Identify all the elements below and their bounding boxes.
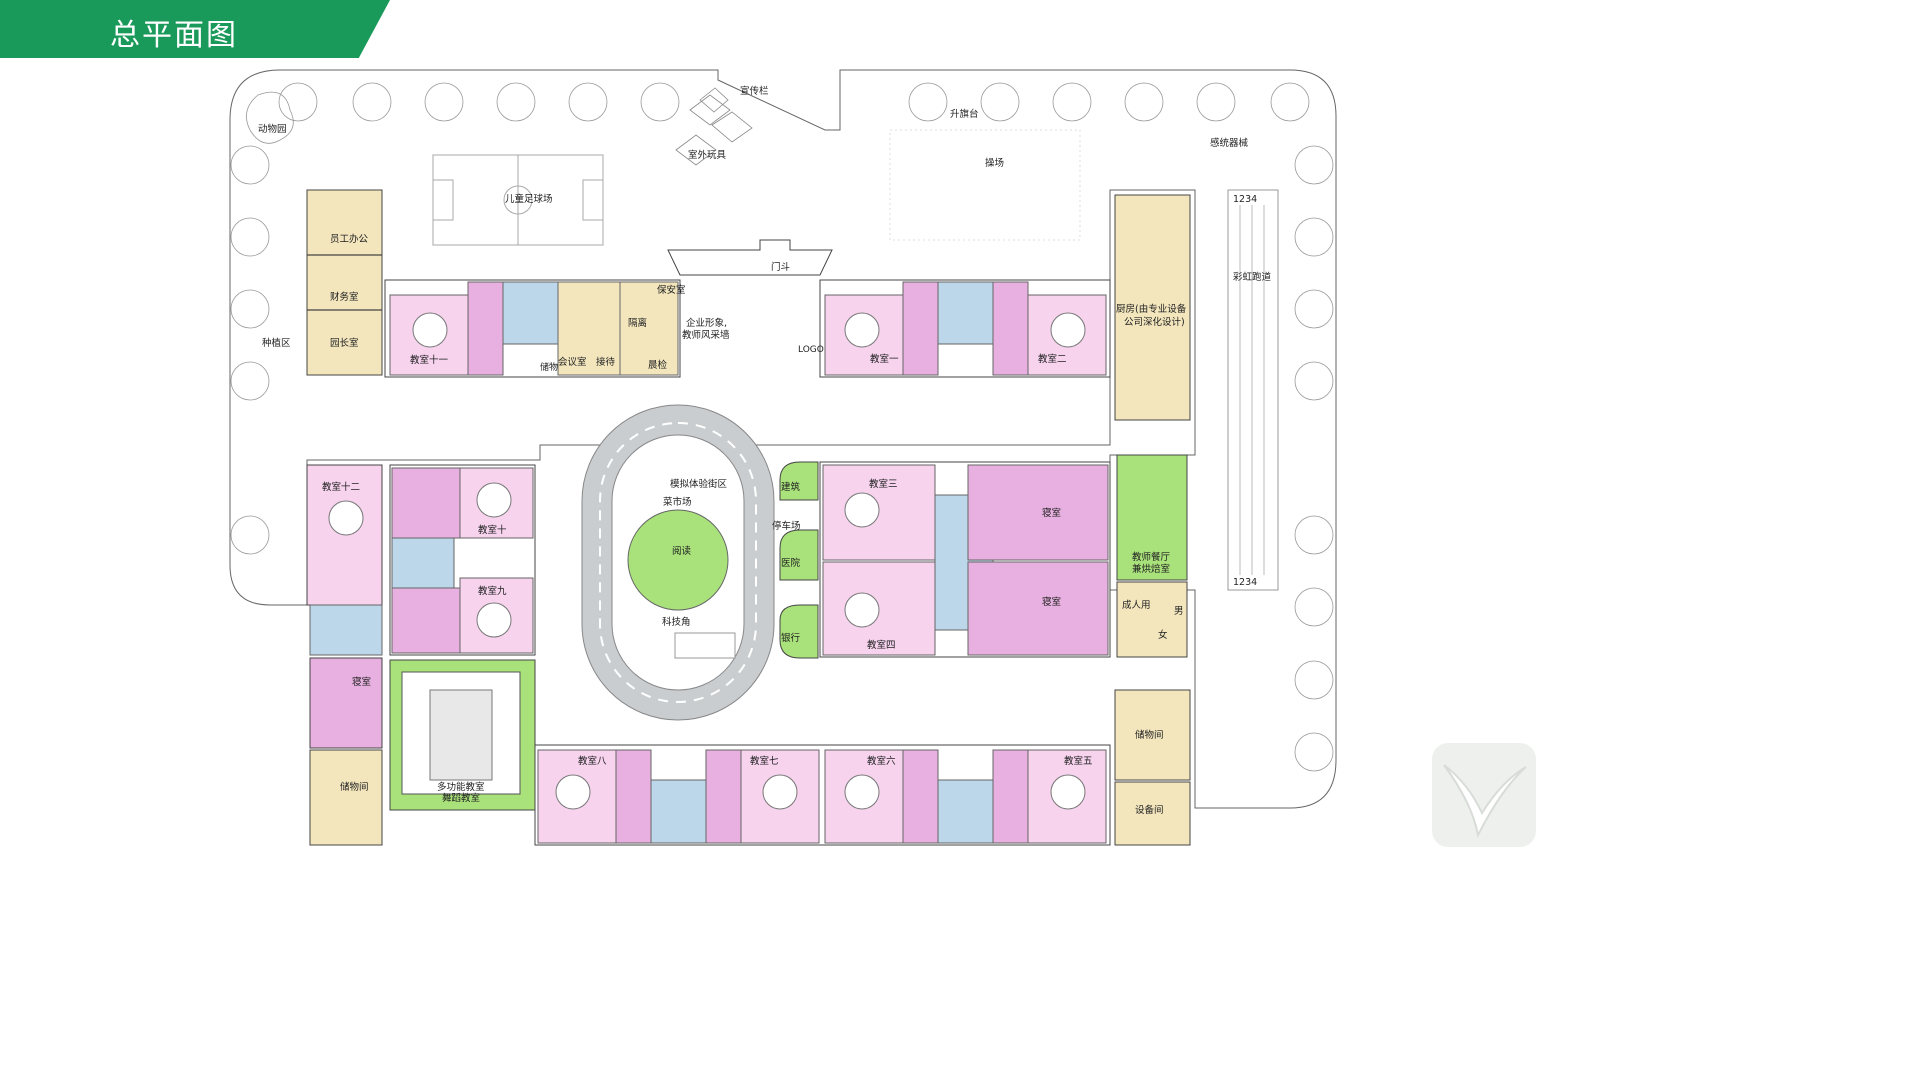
label-storage-small: 储物 [540, 361, 558, 373]
label-outdoor-toys: 室外玩具 [688, 149, 727, 161]
bottom-wing [534, 744, 1111, 846]
label-rainbow-track: 彩虹跑道 [1233, 271, 1272, 283]
site-plan: 动物园 种植区 儿童足球场 室外玩具 宣传栏 升旗台 操场 感统器械 彩虹跑道 … [229, 69, 1337, 846]
label-adult-use: 成人用 [1122, 599, 1151, 611]
label-football: 儿童足球场 [505, 193, 553, 205]
label-teacher-dining-2: 兼烘焙室 [1132, 563, 1170, 575]
label-storage-room-right: 储物间 [1135, 729, 1164, 741]
title-banner [0, 0, 390, 58]
label-dormitory-bottom: 寝室 [1042, 596, 1061, 608]
label-isolation: 隔离 [628, 317, 647, 329]
playground-grid [889, 129, 1081, 241]
label-parking: 停车场 [772, 520, 801, 532]
label-sensory: 感统器械 [1210, 137, 1249, 149]
classroom-11-block [384, 279, 681, 378]
multipurpose-room [389, 659, 536, 811]
label-kitchen-2: 公司深化设计) [1124, 316, 1185, 328]
label-staff-office: 员工办公 [330, 233, 369, 245]
label-classroom-10: 教室十 [478, 524, 507, 536]
label-meeting: 会议室 [558, 356, 587, 368]
label-security: 保安室 [657, 284, 686, 296]
label-logo: LOGO [798, 345, 824, 355]
right-wing [819, 461, 1111, 658]
label-lane-bottom: 1234 [1233, 577, 1257, 588]
header: 总平面图 [0, 0, 1546, 58]
label-equipment: 设备间 [1135, 804, 1164, 816]
label-classroom-12: 教室十二 [322, 481, 360, 493]
label-zoo: 动物园 [258, 123, 287, 135]
storage-room-right [1114, 689, 1191, 781]
label-classroom-6: 教室六 [867, 755, 896, 767]
role-play-rooms [779, 461, 819, 659]
label-storage-room-left: 储物间 [340, 781, 369, 793]
teacher-dining [1116, 454, 1188, 581]
football-field [432, 154, 604, 246]
label-classroom-5: 教室五 [1064, 755, 1093, 767]
label-building: 建筑 [781, 481, 801, 493]
left-wing [306, 464, 536, 846]
office-block [306, 189, 383, 376]
label-male: 男 [1174, 606, 1184, 617]
label-dormitory-top: 寝室 [1042, 507, 1061, 519]
vestibule [667, 239, 833, 276]
adult-restroom [1116, 581, 1188, 658]
label-flag: 升旗台 [950, 108, 979, 120]
logo-watermark [1432, 743, 1536, 847]
label-female: 女 [1158, 629, 1168, 641]
label-reception: 接待 [596, 356, 616, 368]
rainbow-track [1227, 189, 1279, 591]
label-hospital: 医院 [781, 557, 801, 569]
label-multi-1: 多功能教室 [437, 781, 485, 793]
leaf-logo-icon [1443, 764, 1527, 839]
label-image-wall-1: 企业形象, [686, 317, 727, 329]
label-bulletin: 宣传栏 [740, 85, 769, 97]
label-science: 科技角 [662, 616, 691, 628]
label-classroom-11: 教室十一 [410, 354, 449, 366]
label-classroom-3: 教室三 [869, 478, 898, 490]
label-classroom-9: 教室九 [478, 585, 507, 597]
classroom-1-2-block [819, 279, 1111, 378]
equipment-room [1114, 781, 1191, 846]
label-lane-top: 1234 [1233, 194, 1257, 205]
label-playground: 操场 [985, 157, 1004, 169]
label-classroom-8: 教室八 [578, 755, 607, 767]
label-classroom-4: 教室四 [867, 639, 896, 651]
label-classroom-2: 教室二 [1038, 353, 1067, 365]
label-principal: 园长室 [330, 337, 359, 349]
label-market: 菜市场 [663, 496, 692, 508]
label-dormitory-left: 寝室 [352, 676, 371, 688]
label-finance: 财务室 [330, 291, 359, 303]
label-reading: 阅读 [672, 545, 692, 557]
label-image-wall-2: 教师风采墙 [682, 329, 730, 341]
label-classroom-1: 教室一 [870, 353, 899, 365]
kitchen [1114, 194, 1191, 421]
label-classroom-7: 教室七 [750, 755, 779, 767]
label-morning-check: 晨检 [648, 359, 668, 371]
label-teacher-dining-1: 教师餐厅 [1132, 551, 1171, 563]
label-kitchen-1: 厨房(由专业设备 [1116, 303, 1187, 315]
page-title: 总平面图 [110, 18, 238, 53]
label-sim-street: 模拟体验街区 [670, 478, 728, 490]
label-planting: 种植区 [262, 337, 291, 349]
trees [230, 82, 1334, 772]
outdoor-toys [675, 87, 753, 166]
label-bank: 银行 [781, 632, 801, 644]
label-vestibule: 门斗 [771, 261, 790, 273]
label-multi-2: 舞蹈教室 [442, 792, 480, 804]
zoo-area [246, 91, 294, 144]
oval-track [581, 404, 775, 721]
